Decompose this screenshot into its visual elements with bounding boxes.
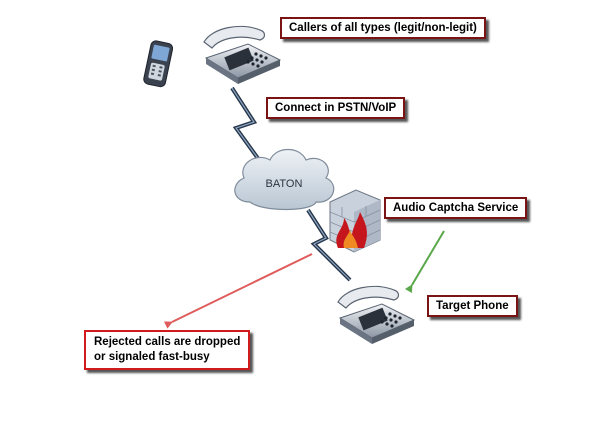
lightning-link-icon [306, 208, 352, 282]
captcha-label: Audio Captcha Service [384, 197, 528, 219]
callers-label: Callers of all types (legit/non-legit) [280, 17, 486, 39]
lightning-link-icon [230, 86, 264, 166]
cloud-icon: BATON [234, 148, 335, 211]
rejected-arrow [163, 253, 313, 329]
connect-label: Connect in PSTN/VoIP [266, 97, 406, 119]
target-desk-phone-icon [337, 285, 416, 344]
desk-phone-icon [203, 25, 282, 84]
cloud-label: BATON [266, 178, 303, 190]
rejected-label: Rejected calls are dropped or signaled f… [84, 330, 251, 370]
target-label: Target Phone [427, 295, 518, 317]
rejected-label-line1: Rejected calls are dropped [94, 336, 241, 348]
firewall-icon [329, 189, 381, 253]
rejected-label-line2: or signaled fast-busy [94, 351, 210, 363]
mobile-phone-icon [143, 40, 174, 88]
captcha-arrow [404, 230, 445, 294]
